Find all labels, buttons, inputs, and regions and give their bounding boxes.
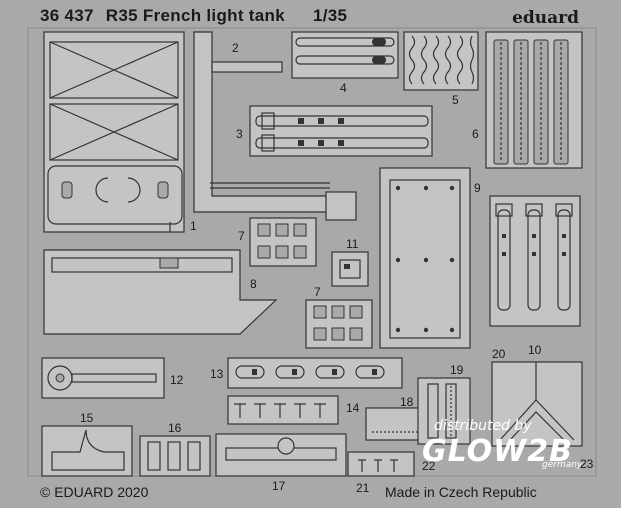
part-20-23-clamp — [491, 361, 583, 447]
kit-scale: 1/35 — [312, 6, 348, 25]
part-3-straps — [249, 105, 433, 157]
part-6-chains — [485, 31, 583, 169]
part-1-engine-grille — [43, 31, 185, 233]
part-16-lamps — [139, 435, 211, 477]
part-number-12: 12 — [170, 373, 184, 387]
part-number-16: 16 — [168, 421, 182, 435]
copyright-text: © EDUARD 2020 — [40, 484, 149, 500]
part-number-10: 10 — [528, 343, 542, 357]
distributor-watermark: distributed by GLOW2B germany — [422, 418, 592, 474]
part-9-plate — [379, 167, 471, 349]
part-number-15: 15 — [80, 411, 94, 425]
part-15-mount — [41, 425, 133, 477]
part-12-handle — [41, 357, 165, 399]
part-number-6: 6 — [472, 127, 479, 141]
part-number-5: 5 — [452, 93, 459, 107]
part-number-2: 2 — [232, 41, 239, 55]
part-13-clamps — [227, 357, 403, 389]
part-number-1: 1 — [190, 219, 197, 233]
part-number-20: 20 — [492, 347, 506, 361]
part-14-hooks — [227, 395, 339, 425]
watermark-sub-text: germany — [542, 460, 583, 470]
part-5-springs — [403, 31, 479, 91]
brand-logo: eduard — [512, 8, 579, 28]
part-number-9: 9 — [474, 181, 481, 195]
part-number-18: 18 — [400, 395, 414, 409]
part-18-19-cable — [365, 377, 471, 445]
part-number-7-a: 7 — [238, 229, 245, 243]
origin-text: Made in Czech Republic — [385, 484, 537, 500]
part-4-rods — [291, 31, 399, 79]
part-number-19: 19 — [450, 363, 464, 377]
part-number-17: 17 — [272, 479, 286, 493]
part-number-14: 14 — [346, 401, 360, 415]
part-number-labels: 2 4 5 3 6 9 1 7 11 8 7 20 10 12 13 19 18… — [80, 41, 594, 495]
part-number-23: 23 — [580, 457, 594, 471]
part-number-21: 21 — [356, 481, 370, 495]
part-number-13: 13 — [210, 367, 224, 381]
part-10-buckles — [489, 195, 581, 327]
watermark-brand: GLOW2B — [422, 434, 574, 469]
part-2-strip — [193, 31, 357, 221]
part-number-8: 8 — [250, 277, 257, 291]
watermark-top-text: distributed by — [434, 418, 532, 434]
part-21-bolts — [347, 451, 415, 477]
part-8-side-panel — [43, 249, 278, 335]
part-number-22: 22 — [422, 459, 436, 473]
part-number-3: 3 — [236, 127, 243, 141]
part-number-11: 11 — [346, 237, 359, 251]
part-number-7-b: 7 — [314, 285, 321, 299]
kit-title: R35 French light tank — [105, 6, 285, 25]
part-7-clips-a — [249, 217, 317, 267]
part-7-clips-b — [305, 299, 373, 349]
part-number-4: 4 — [340, 81, 347, 95]
kit-number: 36 437 — [40, 6, 94, 25]
sheet-header: 36 437 R35 French light tank 1/35 — [40, 6, 347, 26]
part-11-bracket — [331, 251, 369, 287]
part-17-bracket — [215, 433, 347, 477]
